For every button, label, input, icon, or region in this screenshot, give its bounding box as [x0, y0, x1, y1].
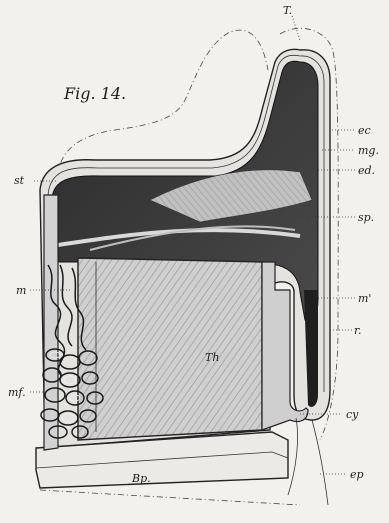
label-cy: cy — [346, 408, 359, 421]
label-ep: ep — [350, 468, 364, 481]
label-r: r. — [354, 324, 362, 337]
label-Th: Th — [205, 351, 219, 364]
left-wall-strip — [44, 195, 58, 450]
leader-T — [292, 16, 300, 40]
theca-wall — [78, 258, 262, 440]
label-mf: mf. — [8, 386, 26, 399]
label-mg: mg. — [358, 144, 379, 157]
label-ed: ed. — [358, 164, 375, 177]
epitheca-line-3 — [40, 490, 300, 505]
epitheca-line-2 — [312, 420, 328, 505]
label-T: T. — [283, 4, 292, 17]
figure-title: Fig. 14. — [63, 84, 126, 103]
epitheca-line-1 — [288, 418, 298, 495]
label-m-prime: m' — [358, 292, 371, 305]
label-sp: sp. — [358, 211, 374, 224]
label-st: st — [14, 174, 25, 187]
label-ec: ec — [358, 124, 371, 137]
label-Bp: Bp. — [131, 472, 151, 485]
label-m: m — [16, 284, 26, 297]
